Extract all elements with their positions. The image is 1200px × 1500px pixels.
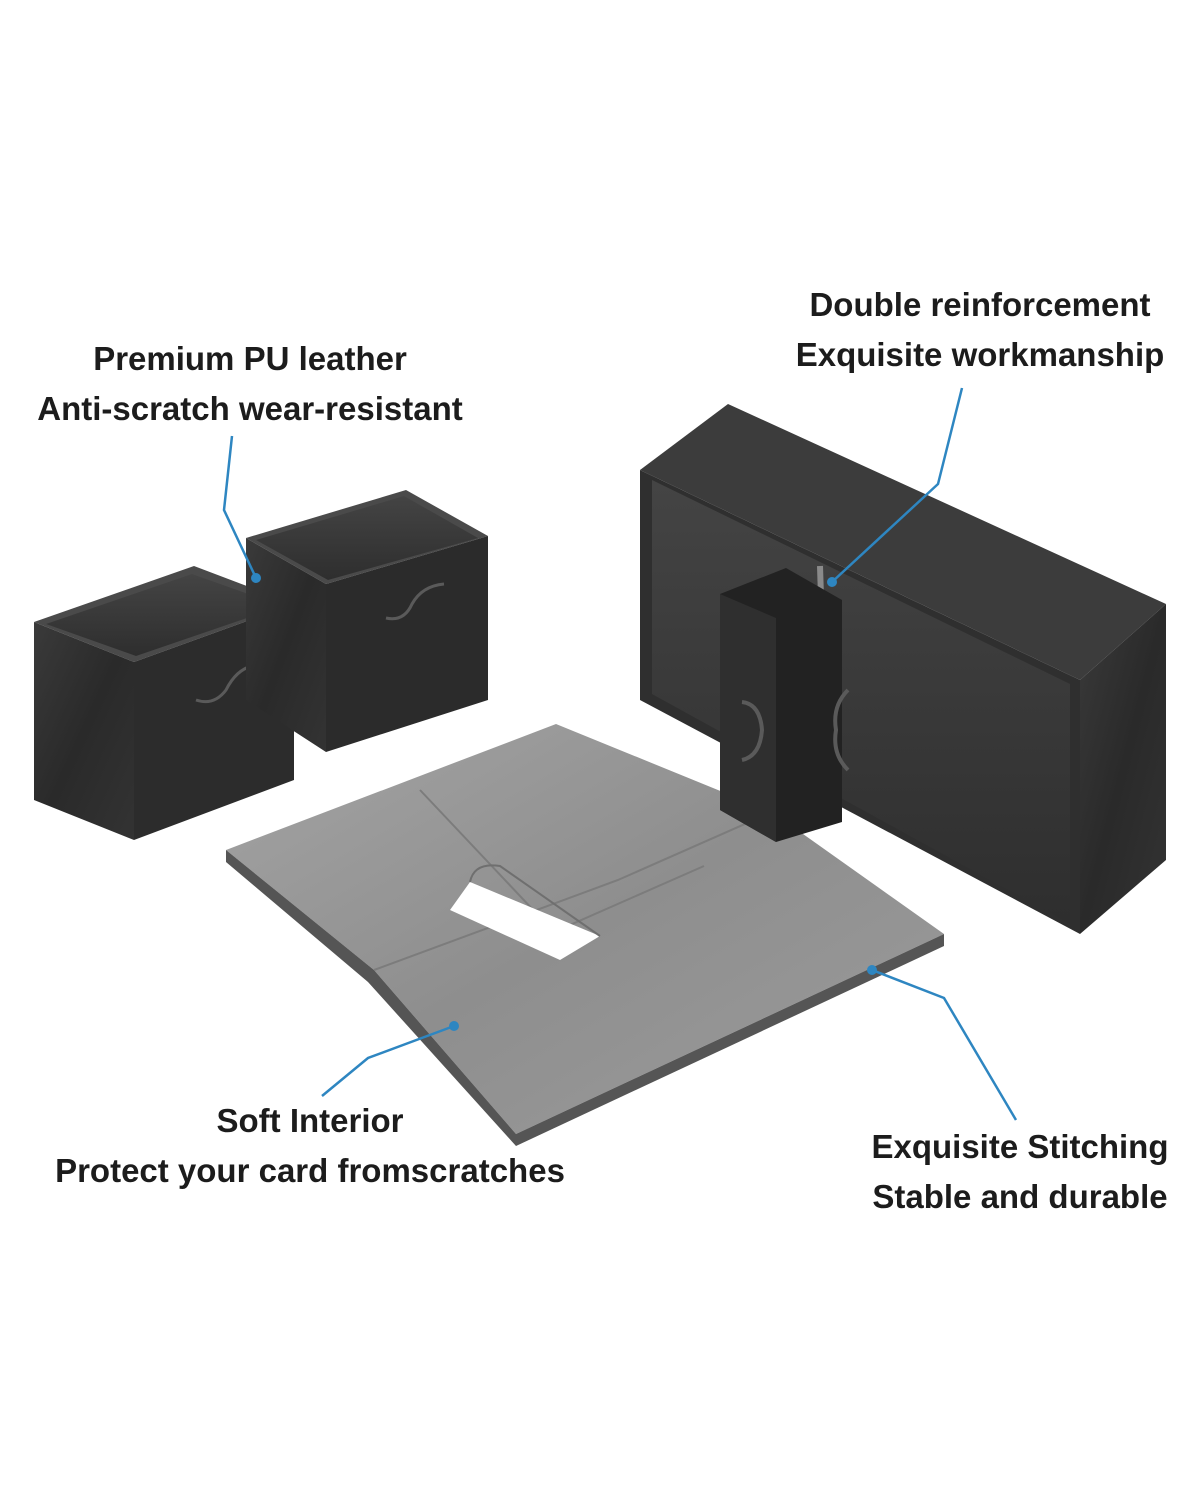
callout-stitching-line1: Exquisite Stitching [871,1128,1169,1165]
leader-line-leather [222,435,258,579]
callout-reinforcement: Double reinforcement Exquisite workmansh… [760,280,1200,380]
leader-line-interior [321,1024,455,1097]
large-deck-box [640,404,1166,934]
leader-line-reinforcement [831,387,964,583]
callout-dots [251,573,877,1031]
dot-interior [449,1021,459,1031]
dot-stitching [867,965,877,975]
callout-leader-lines [222,387,1018,1121]
callout-leather: Premium PU leather Anti-scratch wear-res… [0,334,500,434]
callout-leather-line2: Anti-scratch wear-resistant [37,390,463,427]
leader-line-stitching [871,968,1018,1121]
callout-reinforcement-line1: Double reinforcement [809,286,1151,323]
callout-stitching: Exquisite Stitching Stable and durable [840,1122,1200,1222]
dot-reinforcement [827,577,837,587]
callout-stitching-line2: Stable and durable [872,1178,1168,1215]
callout-interior: Soft Interior Protect your card fromscra… [0,1096,620,1196]
callout-leather-line1: Premium PU leather [93,340,407,377]
small-deck-box-right [246,490,488,752]
dot-leather [251,573,261,583]
callout-interior-line2: Protect your card fromscratches [55,1152,565,1189]
callout-interior-line1: Soft Interior [216,1102,404,1139]
callout-reinforcement-line2: Exquisite workmanship [795,336,1165,373]
